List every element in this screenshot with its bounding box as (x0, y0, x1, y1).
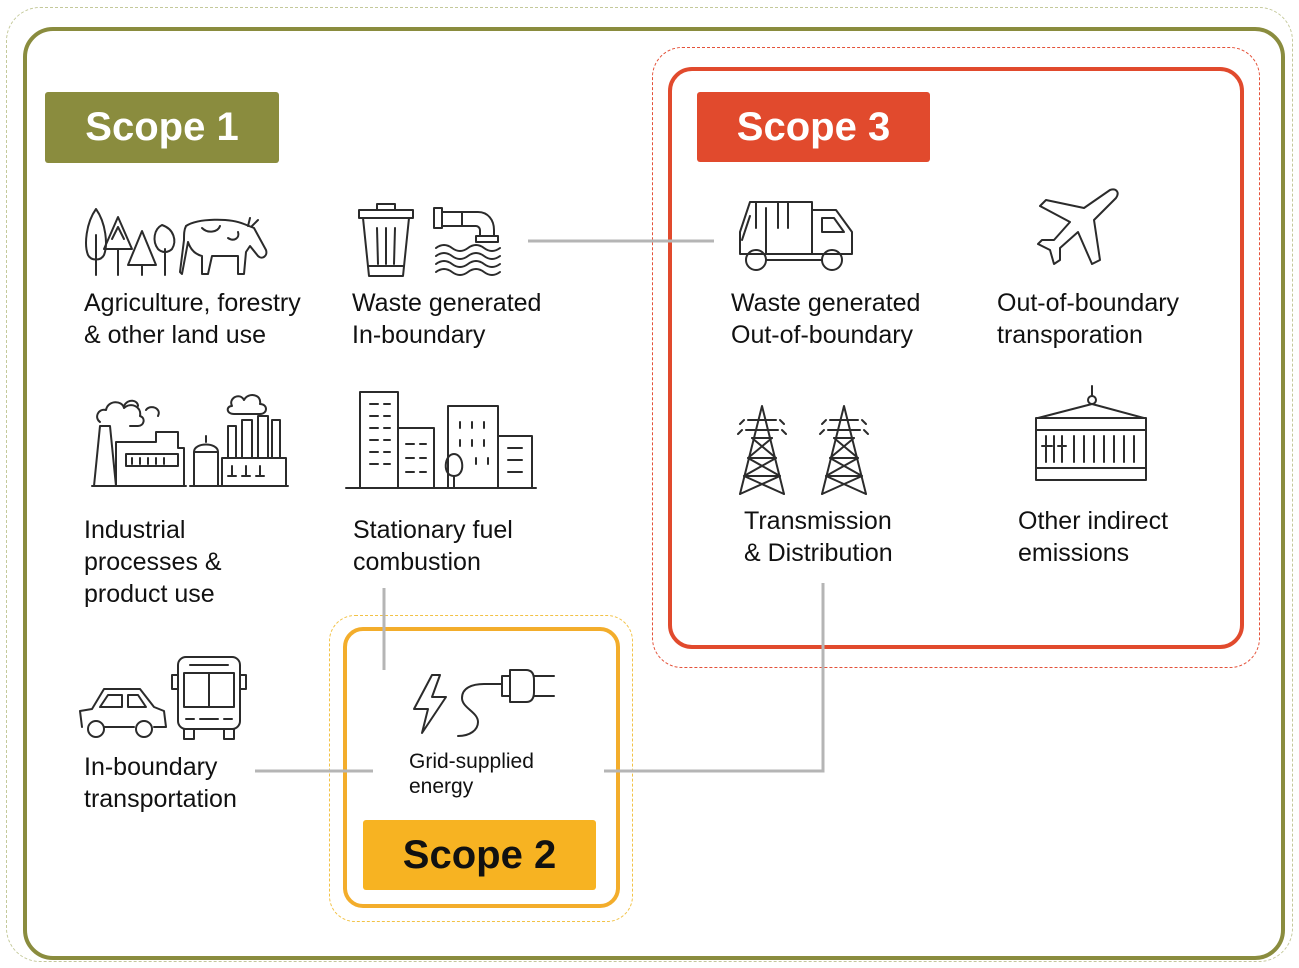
agriculture-label: Agriculture, forestry & other land use (84, 289, 301, 349)
wastewater-pipe-icon (433, 207, 501, 276)
shipping-container-icon (1035, 385, 1147, 481)
plug-icon (457, 669, 555, 737)
scope3-dashed-frame (652, 47, 1260, 668)
other-indirect-emissions-label: Other indirect emissions (1018, 507, 1169, 567)
connector-grid-transmission (604, 583, 825, 773)
scope3-badge: Scope 3 (697, 92, 930, 162)
outer-dashed-frame (6, 7, 1293, 962)
transmission-distribution-label: Transmission & Distribution (744, 507, 893, 567)
factory-icon (91, 399, 187, 487)
city-buildings-icon (345, 391, 537, 489)
power-pylons-icon (737, 405, 869, 495)
waste-in-boundary-label: Waste generated In-boundary (352, 289, 542, 349)
trash-bin-icon (358, 203, 414, 277)
lightning-icon (413, 674, 447, 734)
scope3-boundary-box (668, 67, 1244, 649)
airplane-icon (1037, 188, 1119, 265)
grid-energy-label: Grid-supplied energy (409, 750, 534, 798)
cow-icon (179, 217, 268, 275)
car-icon (79, 688, 167, 738)
scope1-badge: Scope 1 (45, 92, 279, 163)
scope1-boundary-frame (23, 27, 1285, 960)
bus-icon (171, 656, 247, 740)
garbage-truck-icon (739, 201, 853, 271)
stationary-fuel-label: Stationary fuel combustion (353, 516, 513, 576)
out-of-boundary-transport-label: Out-of-boundary transporation (997, 289, 1180, 349)
trees-icon (85, 208, 176, 276)
industrial-processes-label: Industrial processes & product use (84, 516, 222, 608)
scope2-dashed-frame (329, 615, 633, 922)
in-boundary-transport-label: In-boundary transportation (84, 753, 237, 813)
refinery-icon (189, 394, 289, 487)
scope2-badge: Scope 2 (363, 820, 596, 890)
waste-out-boundary-label: Waste generated Out-of-boundary (731, 289, 921, 349)
